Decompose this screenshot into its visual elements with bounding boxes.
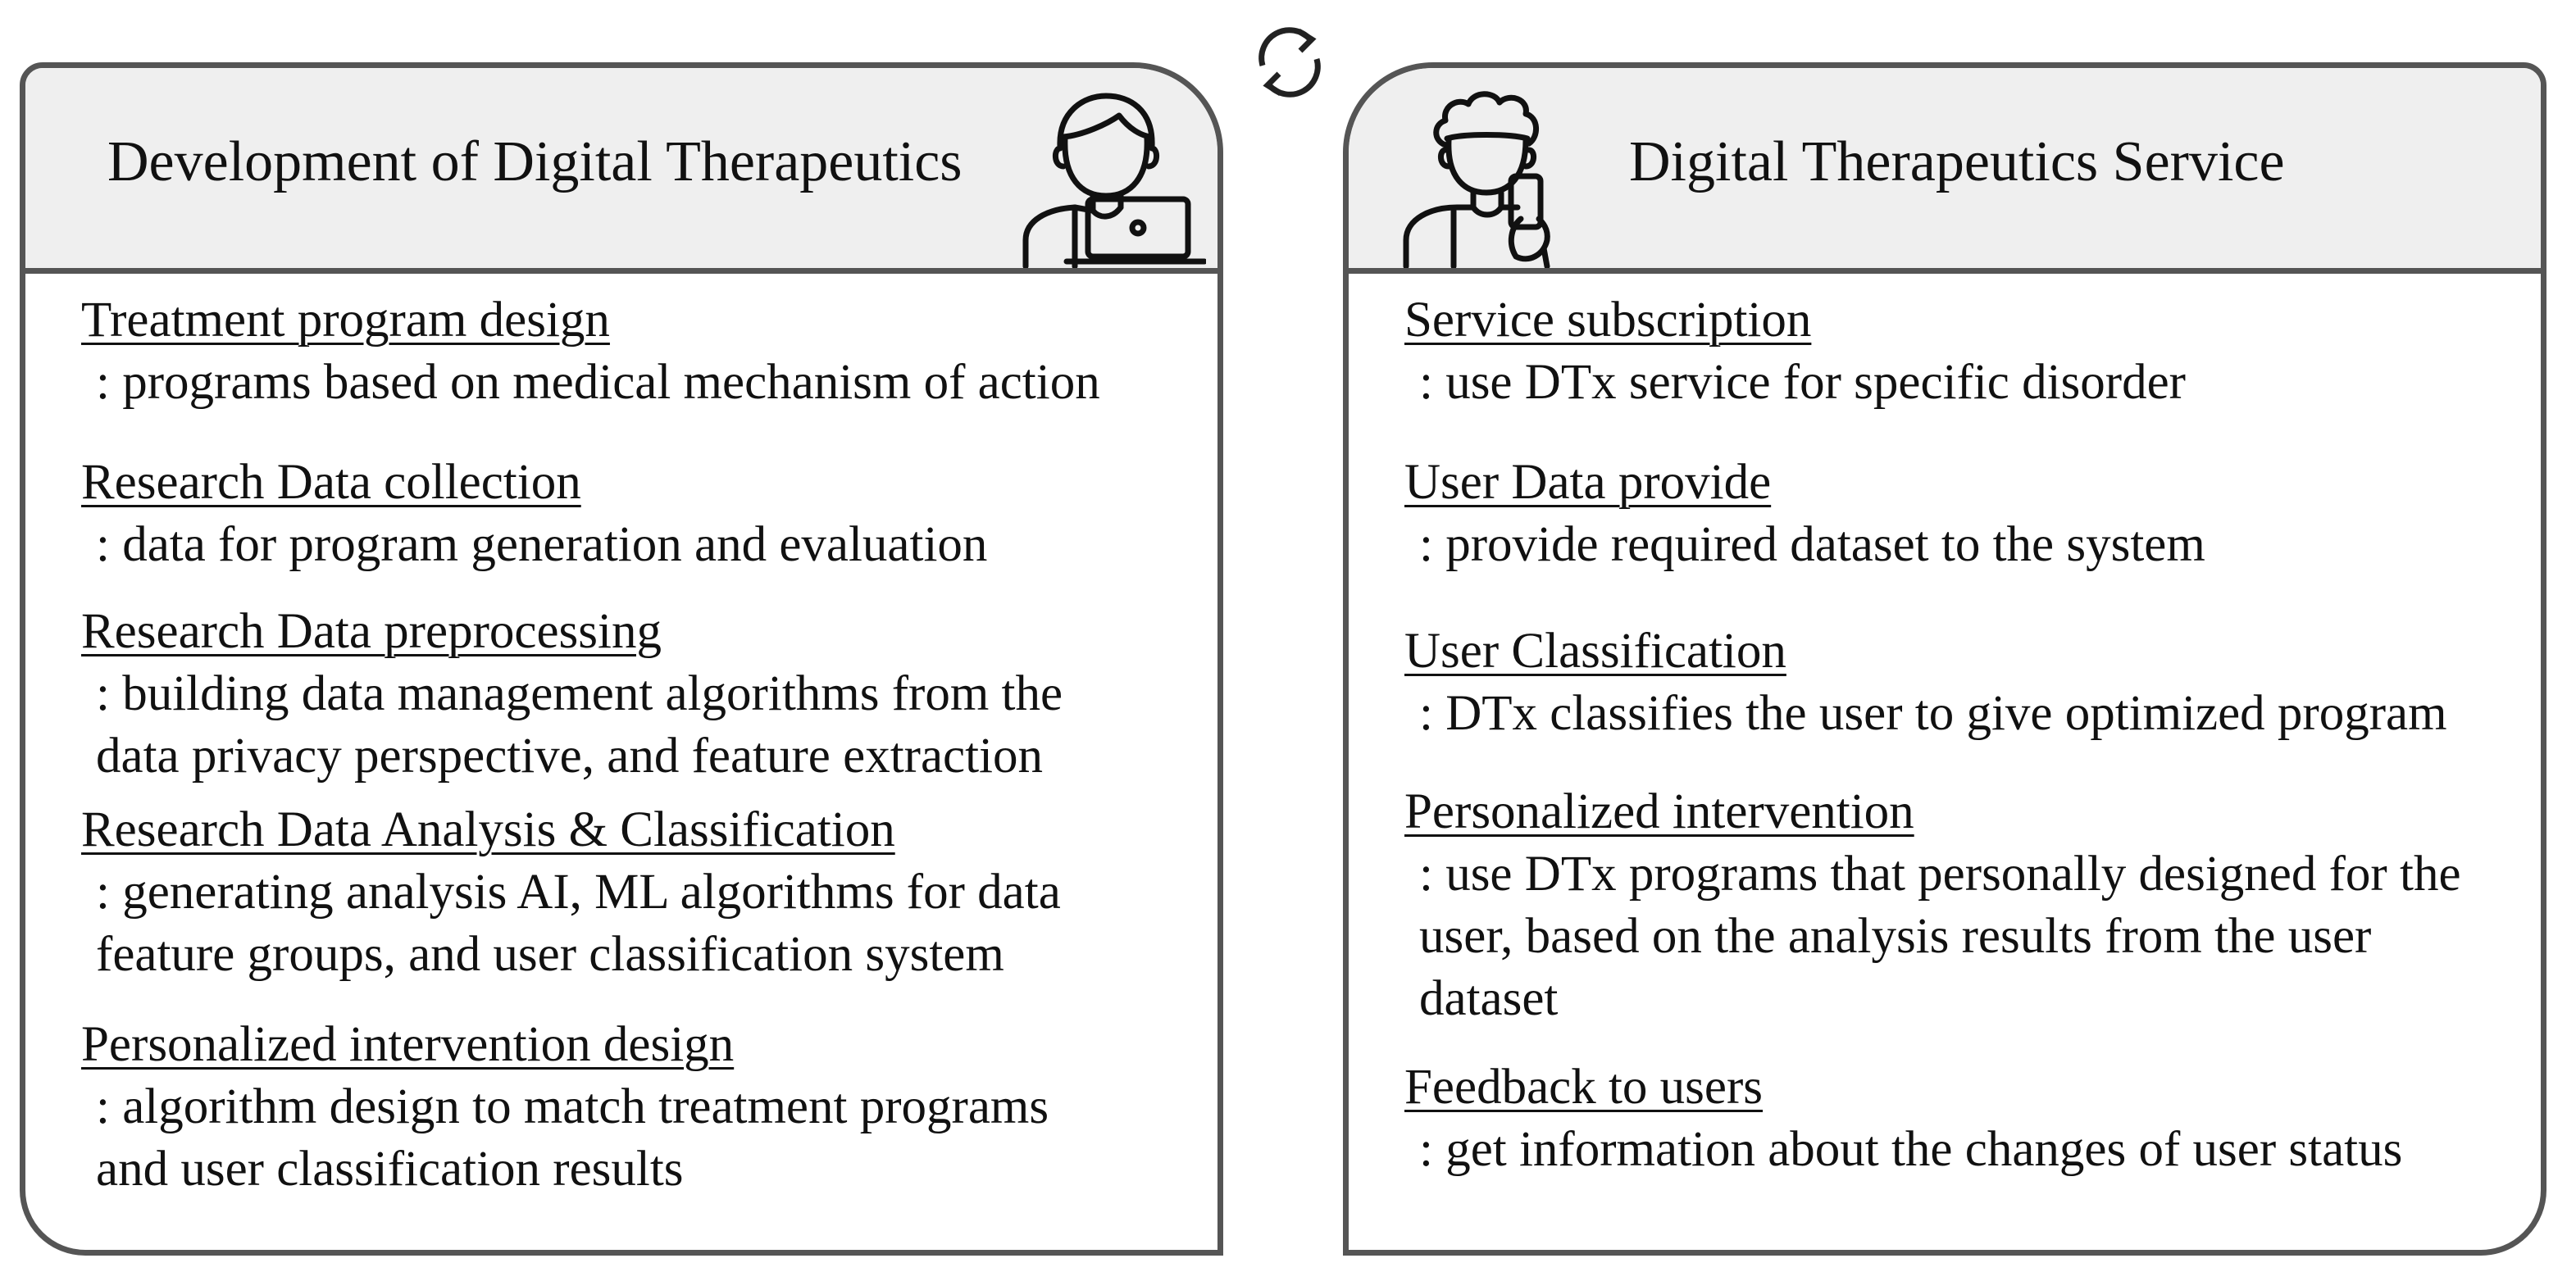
item-description: : use DTx service for specific disorder — [1419, 355, 2186, 410]
list-item: Research Data collection : data for prog… — [81, 452, 1201, 576]
list-item: Personalized intervention : use DTx prog… — [1404, 781, 2524, 1030]
refresh-cycle-icon — [1258, 27, 1321, 98]
development-panel-header: Development of Digital Therapeutics — [25, 68, 1217, 274]
item-title: Feedback to users — [1404, 1060, 1764, 1115]
item-description: : provide required dataset to the system — [1419, 517, 2205, 572]
item-title: Personalized intervention design — [81, 1017, 735, 1072]
service-panel: Digital Therapeutics Service Service sub… — [1343, 62, 2546, 1256]
item-description: : data for program generation and evalua… — [96, 517, 988, 572]
list-item: Research Data preprocessing : building d… — [81, 601, 1201, 788]
developer-with-laptop-icon — [1022, 93, 1206, 268]
item-title: Research Data collection — [81, 455, 581, 510]
item-title: Personalized intervention — [1404, 784, 1914, 839]
list-item: User Classification : DTx classifies the… — [1404, 620, 2524, 745]
item-description: : building data management algorithms fr… — [96, 666, 1063, 784]
item-description: : use DTx programs that personally desig… — [1419, 847, 2461, 1026]
item-description: : algorithm design to match treatment pr… — [96, 1079, 1049, 1197]
item-title: Treatment program design — [81, 293, 610, 348]
item-description: : get information about the changes of u… — [1419, 1122, 2403, 1177]
item-title: User Classification — [1404, 624, 1786, 679]
item-description: : generating analysis AI, ML algorithms … — [96, 865, 1061, 982]
service-panel-header: Digital Therapeutics Service — [1349, 68, 2541, 274]
user-with-phone-icon — [1403, 91, 1550, 268]
list-item: Service subscription : use DTx service f… — [1404, 289, 2524, 414]
development-panel-title: Development of Digital Therapeutics — [107, 130, 963, 193]
development-panel: Development of Digital Therapeutics — [20, 62, 1223, 1256]
item-description: : programs based on medical mechanism of… — [96, 355, 1100, 410]
list-item: User Data provide : provide required dat… — [1404, 452, 2524, 576]
service-items: Service subscription : use DTx service f… — [1349, 289, 2541, 1250]
service-panel-title: Digital Therapeutics Service — [1629, 130, 2285, 193]
list-item: Treatment program design : programs base… — [81, 289, 1201, 414]
item-description: : DTx classifies the user to give optimi… — [1419, 686, 2447, 741]
list-item: Research Data Analysis & Classification … — [81, 799, 1201, 986]
item-title: User Data provide — [1404, 455, 1772, 510]
item-title: Research Data Analysis & Classification — [81, 802, 895, 857]
list-item: Feedback to users : get information abou… — [1404, 1056, 2524, 1181]
item-title: Research Data preprocessing — [81, 604, 662, 659]
development-items: Treatment program design : programs base… — [25, 289, 1217, 1250]
item-title: Service subscription — [1404, 293, 1812, 348]
list-item: Personalized intervention design : algor… — [81, 1014, 1201, 1201]
